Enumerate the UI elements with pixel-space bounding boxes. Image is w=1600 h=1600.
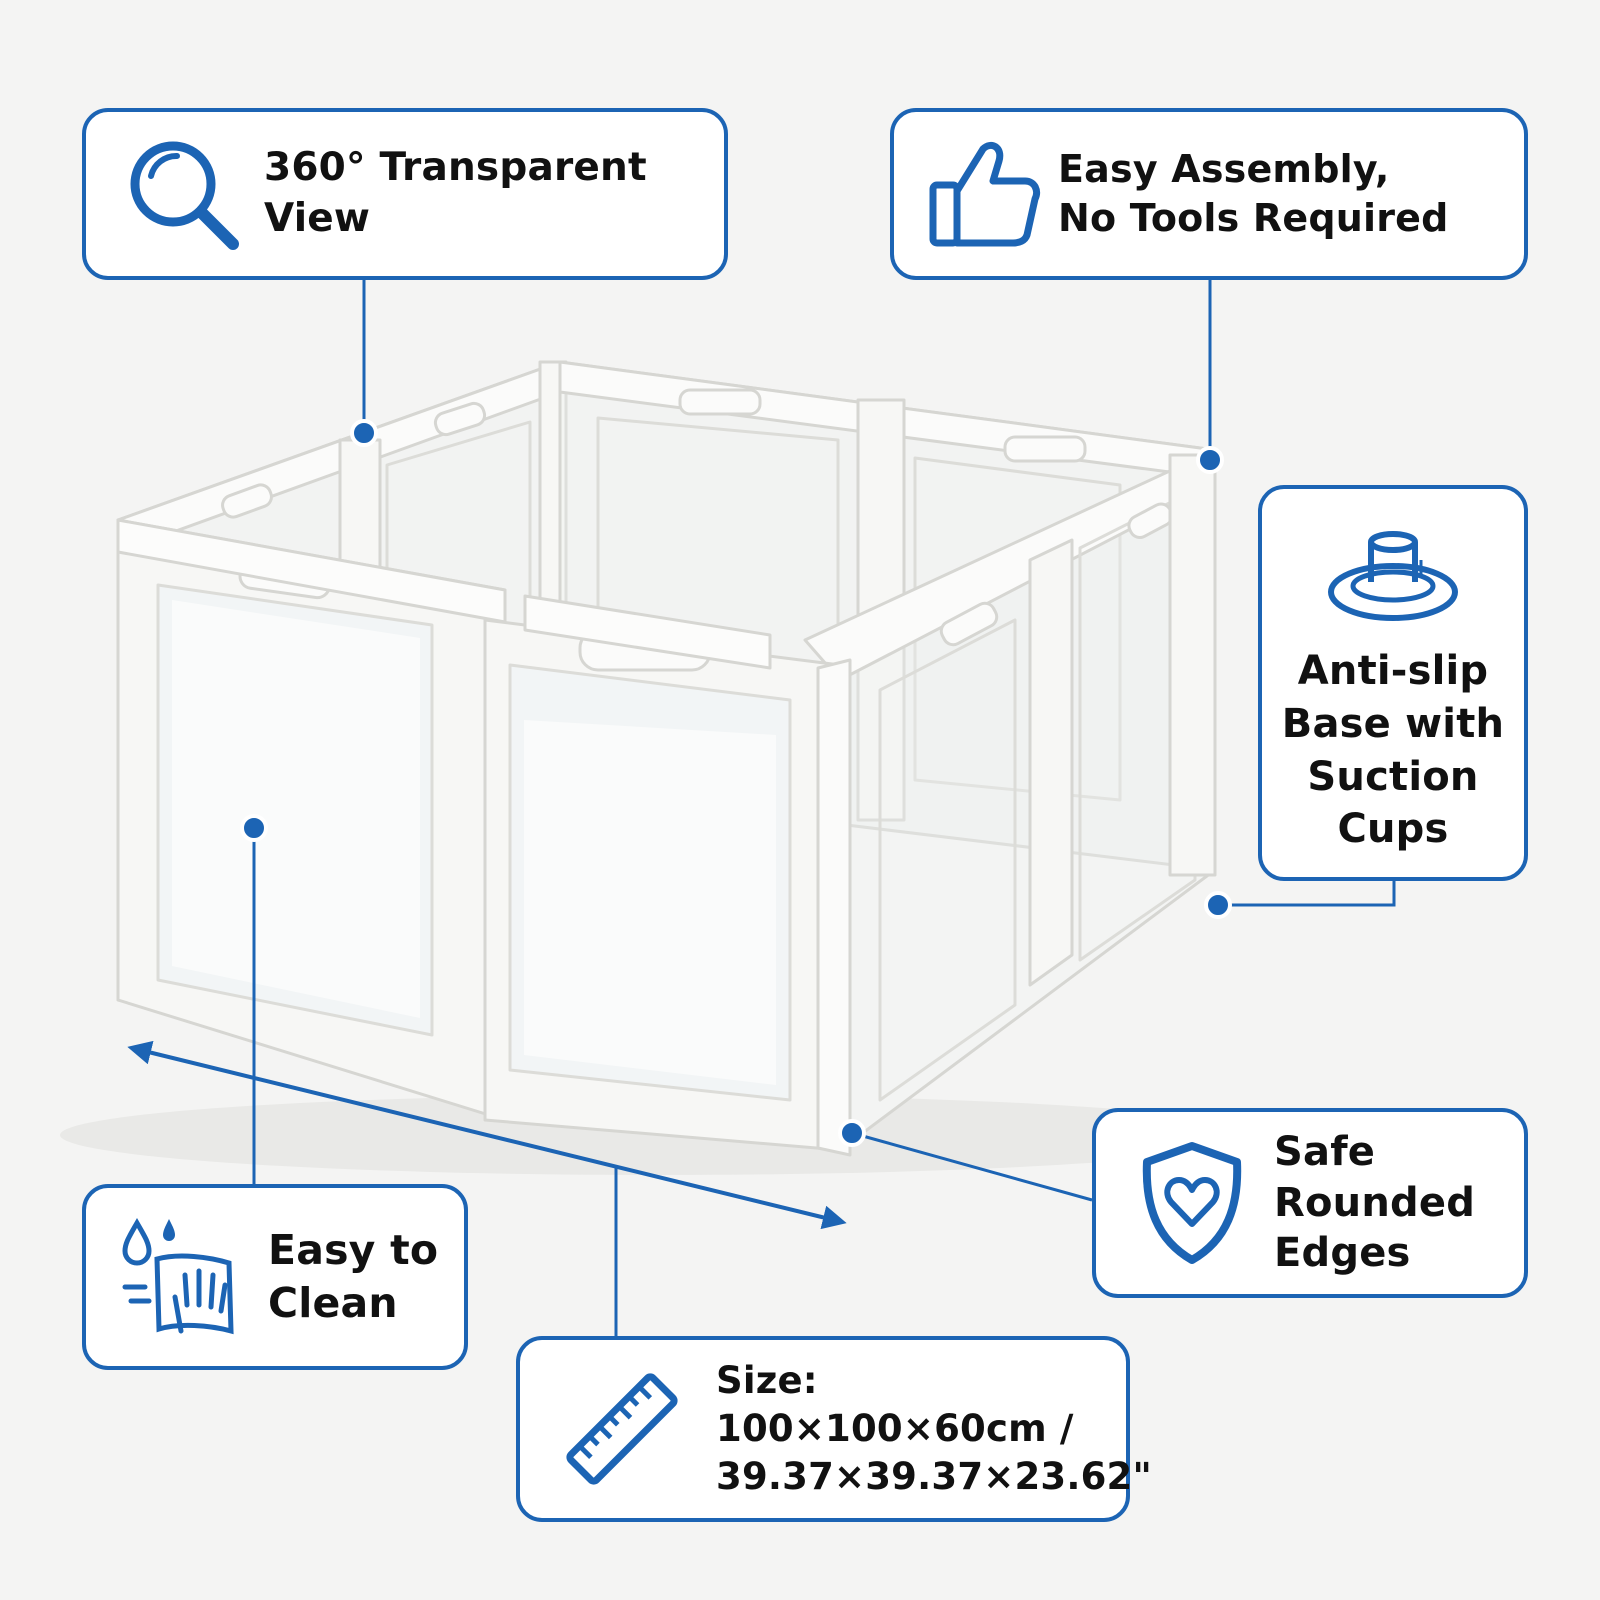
wiping-hand-icon [108, 1213, 258, 1341]
anchor-dot-antislip [1204, 891, 1232, 919]
dimension-arrow [127, 1040, 847, 1230]
leader-lines [252, 280, 1396, 1336]
playpen [116, 360, 1217, 1157]
callout-transparent-view: 360° Transparent View [82, 108, 728, 280]
anchor-dot-edges [838, 1119, 866, 1147]
callout-easy-assembly: Easy Assembly, No Tools Required [890, 108, 1528, 280]
anchor-dot-assembly [1196, 446, 1224, 474]
right-window-a [878, 618, 1017, 1102]
back-handle-2 [1003, 435, 1087, 463]
size-label: Size: 100×100×60cm / 39.37×39.37×23.62" [716, 1358, 1152, 1499]
right-handle-1 [939, 601, 999, 647]
callout-easy-clean: Easy to Clean [82, 1184, 468, 1370]
anti-slip-label: Anti-slip Base with Suction Cups [1281, 648, 1505, 853]
shield-heart-icon [1128, 1140, 1256, 1266]
callout-size: Size: 100×100×60cm / 39.37×39.37×23.62" [516, 1336, 1152, 1522]
anchor-dot-clean [240, 814, 268, 842]
callout-rounded-edges: Safe Rounded Edges [1092, 1108, 1528, 1298]
easy-assembly-label: Easy Assembly, No Tools Required [1058, 146, 1449, 240]
thumbs-up-icon [914, 135, 1054, 253]
back-handle-1 [678, 388, 762, 416]
transparent-view-label: 360° Transparent View [264, 145, 647, 241]
anchor-dot-view [350, 419, 378, 447]
magnifier-icon [108, 132, 258, 256]
front-right-top-rail [523, 594, 772, 670]
ruler-icon [552, 1367, 692, 1491]
rounded-edges-label: Safe Rounded Edges [1274, 1129, 1476, 1277]
front-corner-post [816, 658, 852, 1157]
right-bottom-rail [1168, 453, 1217, 877]
front-left-glass [172, 600, 420, 1018]
right-wall-mid-post [1028, 538, 1074, 987]
easy-clean-label: Easy to Clean [268, 1225, 439, 1327]
callout-anti-slip: Anti-slip Base with Suction Cups [1258, 485, 1528, 881]
suction-cup-icon [1323, 515, 1463, 635]
back-handle-3 [433, 401, 487, 437]
back-handle-4 [221, 483, 273, 519]
front-right-glass [524, 720, 776, 1085]
